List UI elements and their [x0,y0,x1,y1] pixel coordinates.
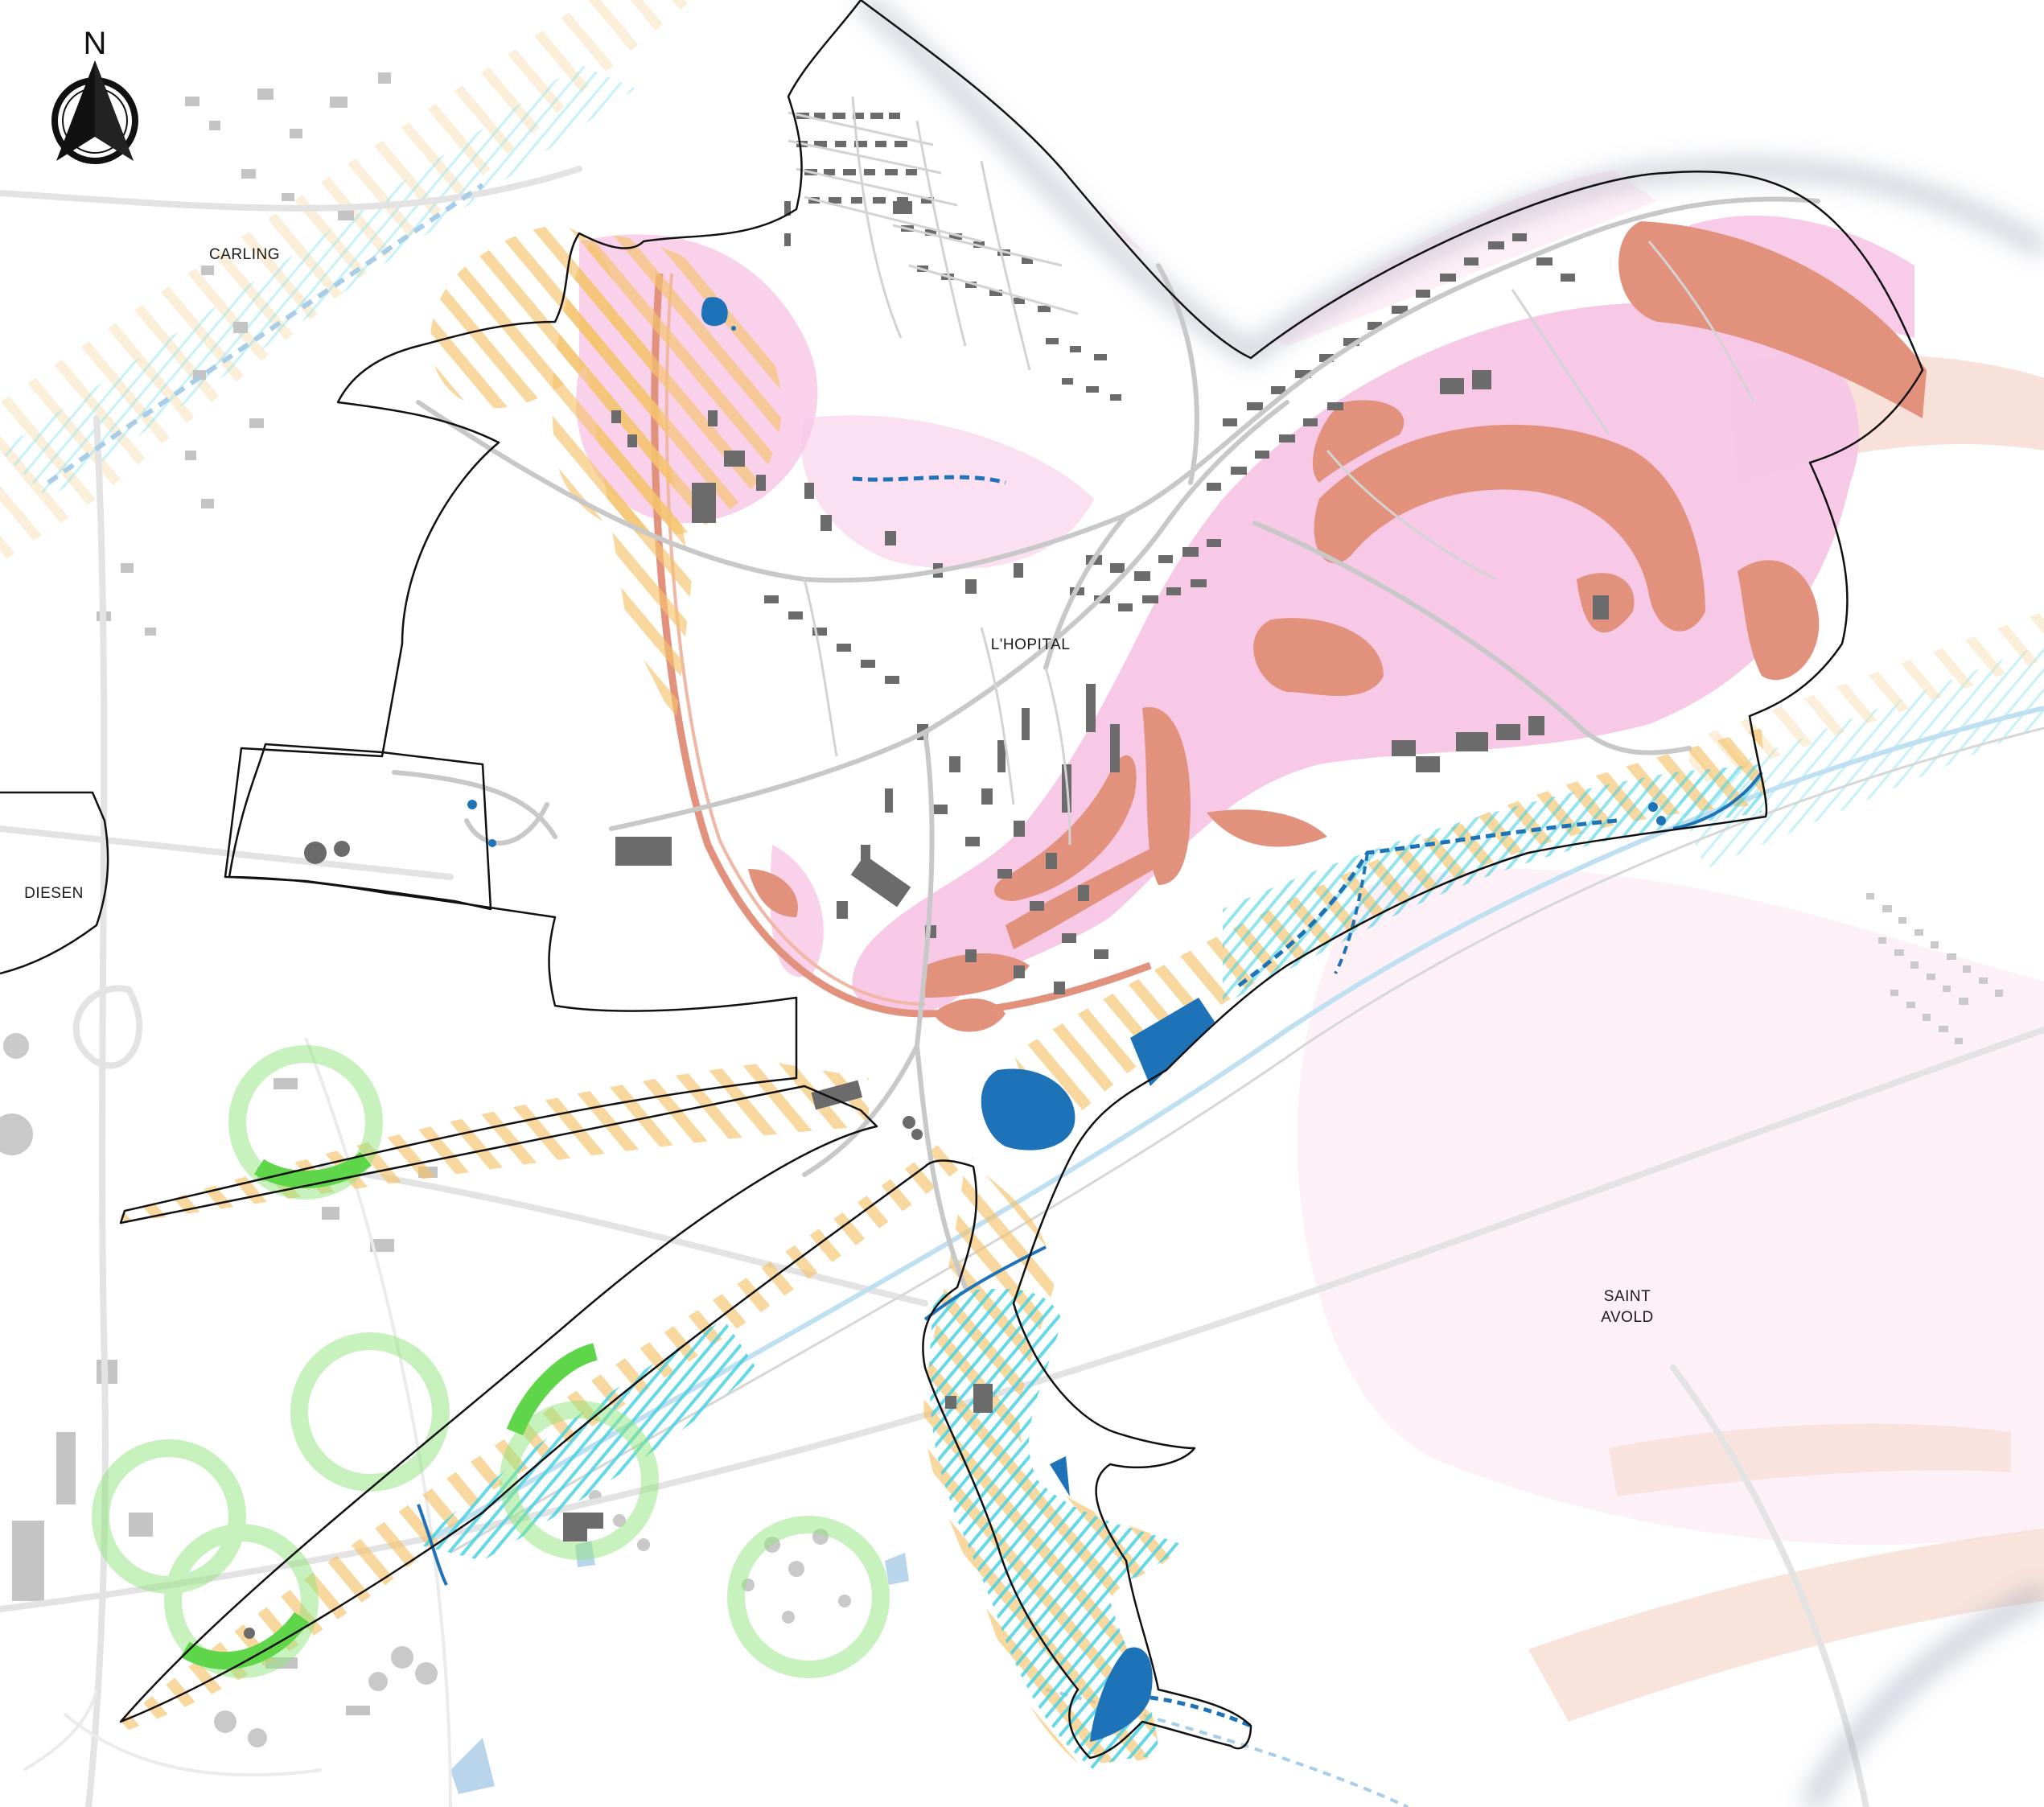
north-letter: N [84,26,107,61]
faded-buildings-east [1866,893,2003,1044]
pond-small [488,839,496,847]
hatch-zone-west-corridor [579,314,692,724]
study-boundary [0,0,1924,1760]
basin-southeast [1130,998,1215,1086]
pond-north [701,297,728,327]
label-lhopital: L'HOPITAL [991,636,1071,653]
buffer-rings [92,1045,890,1678]
hatch-corridor-center [121,1142,973,1730]
buffer-ring [164,1524,319,1678]
pond-central [981,1068,1075,1150]
corridors-south [121,764,1762,1770]
town-roads [392,196,1820,1290]
pond-small [1648,802,1658,812]
buffer-ring [727,1516,890,1678]
north-arrow-icon [51,60,138,164]
faded-roads-thin [23,1037,452,1807]
pond-small [1656,816,1666,825]
pond-small [467,800,477,809]
faded-tanks [0,1033,851,1747]
basin-south-small [1050,1456,1070,1496]
faded-pink-zone-east [1297,868,2044,1546]
town-streets [788,96,1755,846]
label-carling: CARLING [209,246,280,263]
boundary-main [119,0,1924,1760]
label-diesen: DIESEN [24,885,84,902]
pink-zone-center [801,415,1094,570]
streams [417,475,1763,1728]
outside-shadow-northeast [853,0,2044,362]
faded-hatch-corridor-east [1689,611,2044,788]
north-arrow: N [51,26,138,164]
faded-salmon-band-south [1609,1423,2011,1496]
study-area-layers [430,216,1927,1142]
buffer-ring [228,1045,383,1200]
cyan-zone-southeast-valley [1223,764,1762,1006]
hatch-zone-northwest [430,225,618,409]
cyan-corridor-south [929,1288,1182,1770]
boundary-commune-diesen [0,791,109,975]
buffer-ring [500,1401,659,1560]
buffer-ring [290,1332,450,1492]
faded-salmon-band-southeast [1528,1529,2044,1722]
buffer-ring-highlights [180,1151,598,1669]
pond-small [731,326,736,331]
label-saint-avold-line2: AVOLD [1601,1309,1654,1326]
boundary-west-area [228,743,492,911]
faded-cyan-corridor-northwest [0,64,635,499]
outside-shadow-edge-southeast [1799,1582,2044,1807]
pond-south [1090,1647,1153,1742]
label-saint-avold-line1: SAINT [1604,1288,1651,1305]
water-bodies [467,297,1666,1742]
town-buildings [244,113,1609,1639]
faded-stream-northwest [47,183,484,485]
